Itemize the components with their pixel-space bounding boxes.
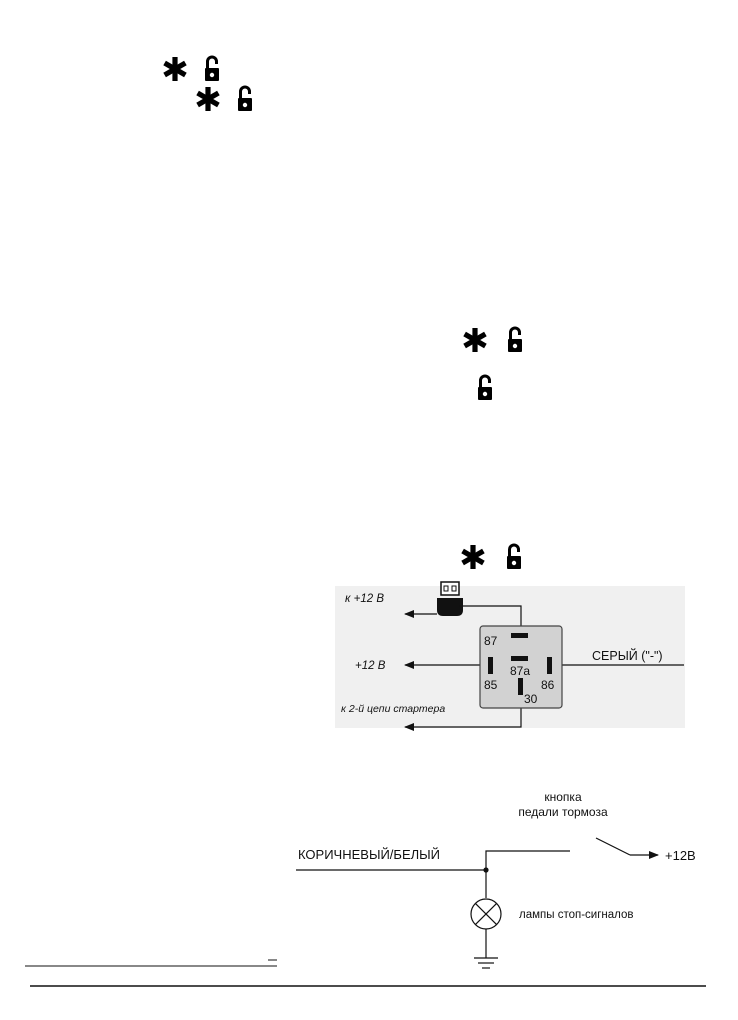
relay-pin-87a [511, 656, 528, 661]
asterisk-icon [196, 87, 220, 111]
icon-pair-1 [163, 55, 221, 83]
icon-pair-2 [196, 85, 254, 113]
label-to-starter: к 2-й цепи стартера [341, 703, 445, 715]
unlocked-padlock-icon [476, 374, 494, 402]
icon-pair-3 [463, 326, 524, 354]
pin-label-87a: 87a [510, 664, 530, 678]
label-to-12v: к +12 В [345, 593, 384, 605]
pin-label-30: 30 [524, 692, 538, 706]
footer-rules [25, 959, 706, 987]
label-button-line2: педали тормоза [518, 805, 608, 819]
label-button-line1: кнопка [544, 790, 582, 804]
switch-contact [595, 837, 631, 856]
pin-label-85: 85 [484, 678, 498, 692]
brake-diagram: кнопка педали тормоза КОРИЧНЕВЫЙ/БЕЛЫЙ +… [296, 790, 696, 969]
lamp-icon [470, 898, 502, 930]
fuse-icon [437, 581, 463, 616]
relay-pin-86 [547, 657, 552, 674]
relay-diagram: 87 87a 85 86 30 к +12 В +12 В к 2-й цепи… [335, 581, 685, 731]
asterisk-icon [163, 57, 187, 81]
label-plus-12v: +12 В [355, 660, 386, 672]
asterisk-icon [463, 328, 487, 352]
pin-label-86: 86 [541, 678, 555, 692]
icon-single-lock [476, 374, 494, 402]
unlocked-padlock-icon [236, 85, 254, 113]
unlocked-padlock-icon [203, 55, 221, 83]
relay-pin-87 [511, 633, 528, 638]
label-plus-12v-brake: +12В [665, 848, 696, 863]
label-wire-brown-white: КОРИЧНЕВЫЙ/БЕЛЫЙ [298, 847, 440, 862]
asterisk-icon [461, 545, 485, 569]
pin-label-87: 87 [484, 634, 498, 648]
label-grey-wire: СЕРЫЙ ("-") [592, 648, 663, 663]
ground-icon [474, 957, 498, 969]
relay-pin-85 [488, 657, 493, 674]
relay-body [479, 625, 563, 709]
unlocked-padlock-icon [506, 326, 524, 354]
relay-pin-30 [518, 678, 523, 695]
label-lamps: лампы стоп-сигналов [519, 909, 634, 921]
unlocked-padlock-icon [505, 543, 523, 571]
icon-pair-4 [461, 543, 523, 571]
